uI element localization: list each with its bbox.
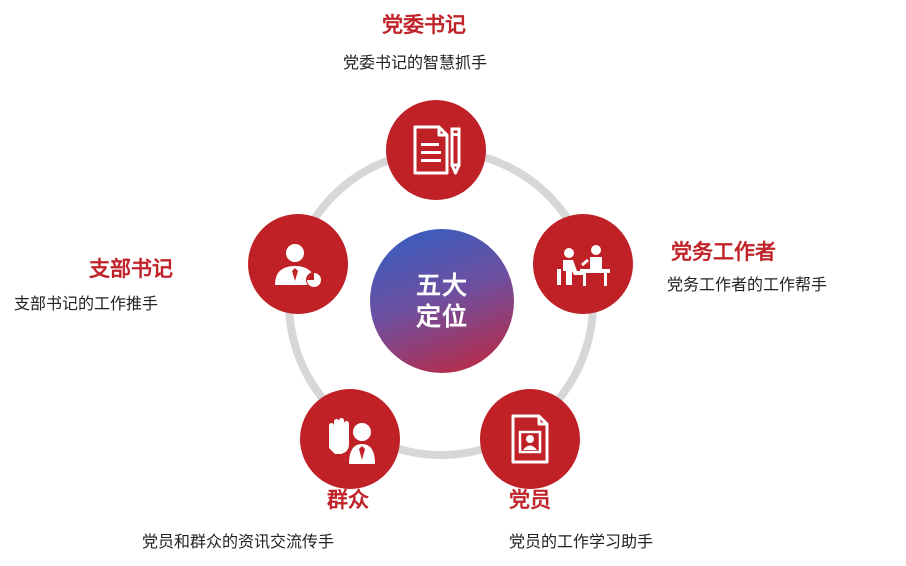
desc-branch-secretary: 支部书记的工作推手 [14, 294, 159, 313]
center-line-1: 五大 [415, 271, 468, 300]
center-line-2: 定位 [415, 302, 468, 331]
office-work-icon [557, 245, 610, 286]
node-party-secretary [386, 100, 486, 200]
node-branch-secretary [248, 214, 348, 314]
desc-party-worker: 党务工作者的工作帮手 [667, 275, 828, 294]
profile-card-icon [511, 414, 549, 464]
node-party-worker [533, 214, 633, 314]
title-branch-secretary: 支部书记 [89, 257, 173, 281]
title-party-worker: 党务工作者 [671, 240, 776, 264]
title-masses: 群众 [327, 488, 369, 512]
document-pen-icon [413, 125, 461, 175]
raised-hand-person-icon [329, 418, 375, 464]
title-party-secretary: 党委书记 [382, 13, 466, 37]
manager-chart-icon [275, 244, 322, 288]
node-party-member [480, 389, 580, 489]
title-party-member: 党员 [509, 488, 551, 512]
center-circle: 五大 定位 [370, 229, 514, 373]
node-masses [300, 389, 400, 489]
desc-party-member: 党员的工作学习助手 [509, 532, 654, 551]
desc-party-secretary: 党委书记的智慧抓手 [343, 53, 488, 72]
desc-masses: 党员和群众的资讯交流传手 [142, 532, 335, 551]
